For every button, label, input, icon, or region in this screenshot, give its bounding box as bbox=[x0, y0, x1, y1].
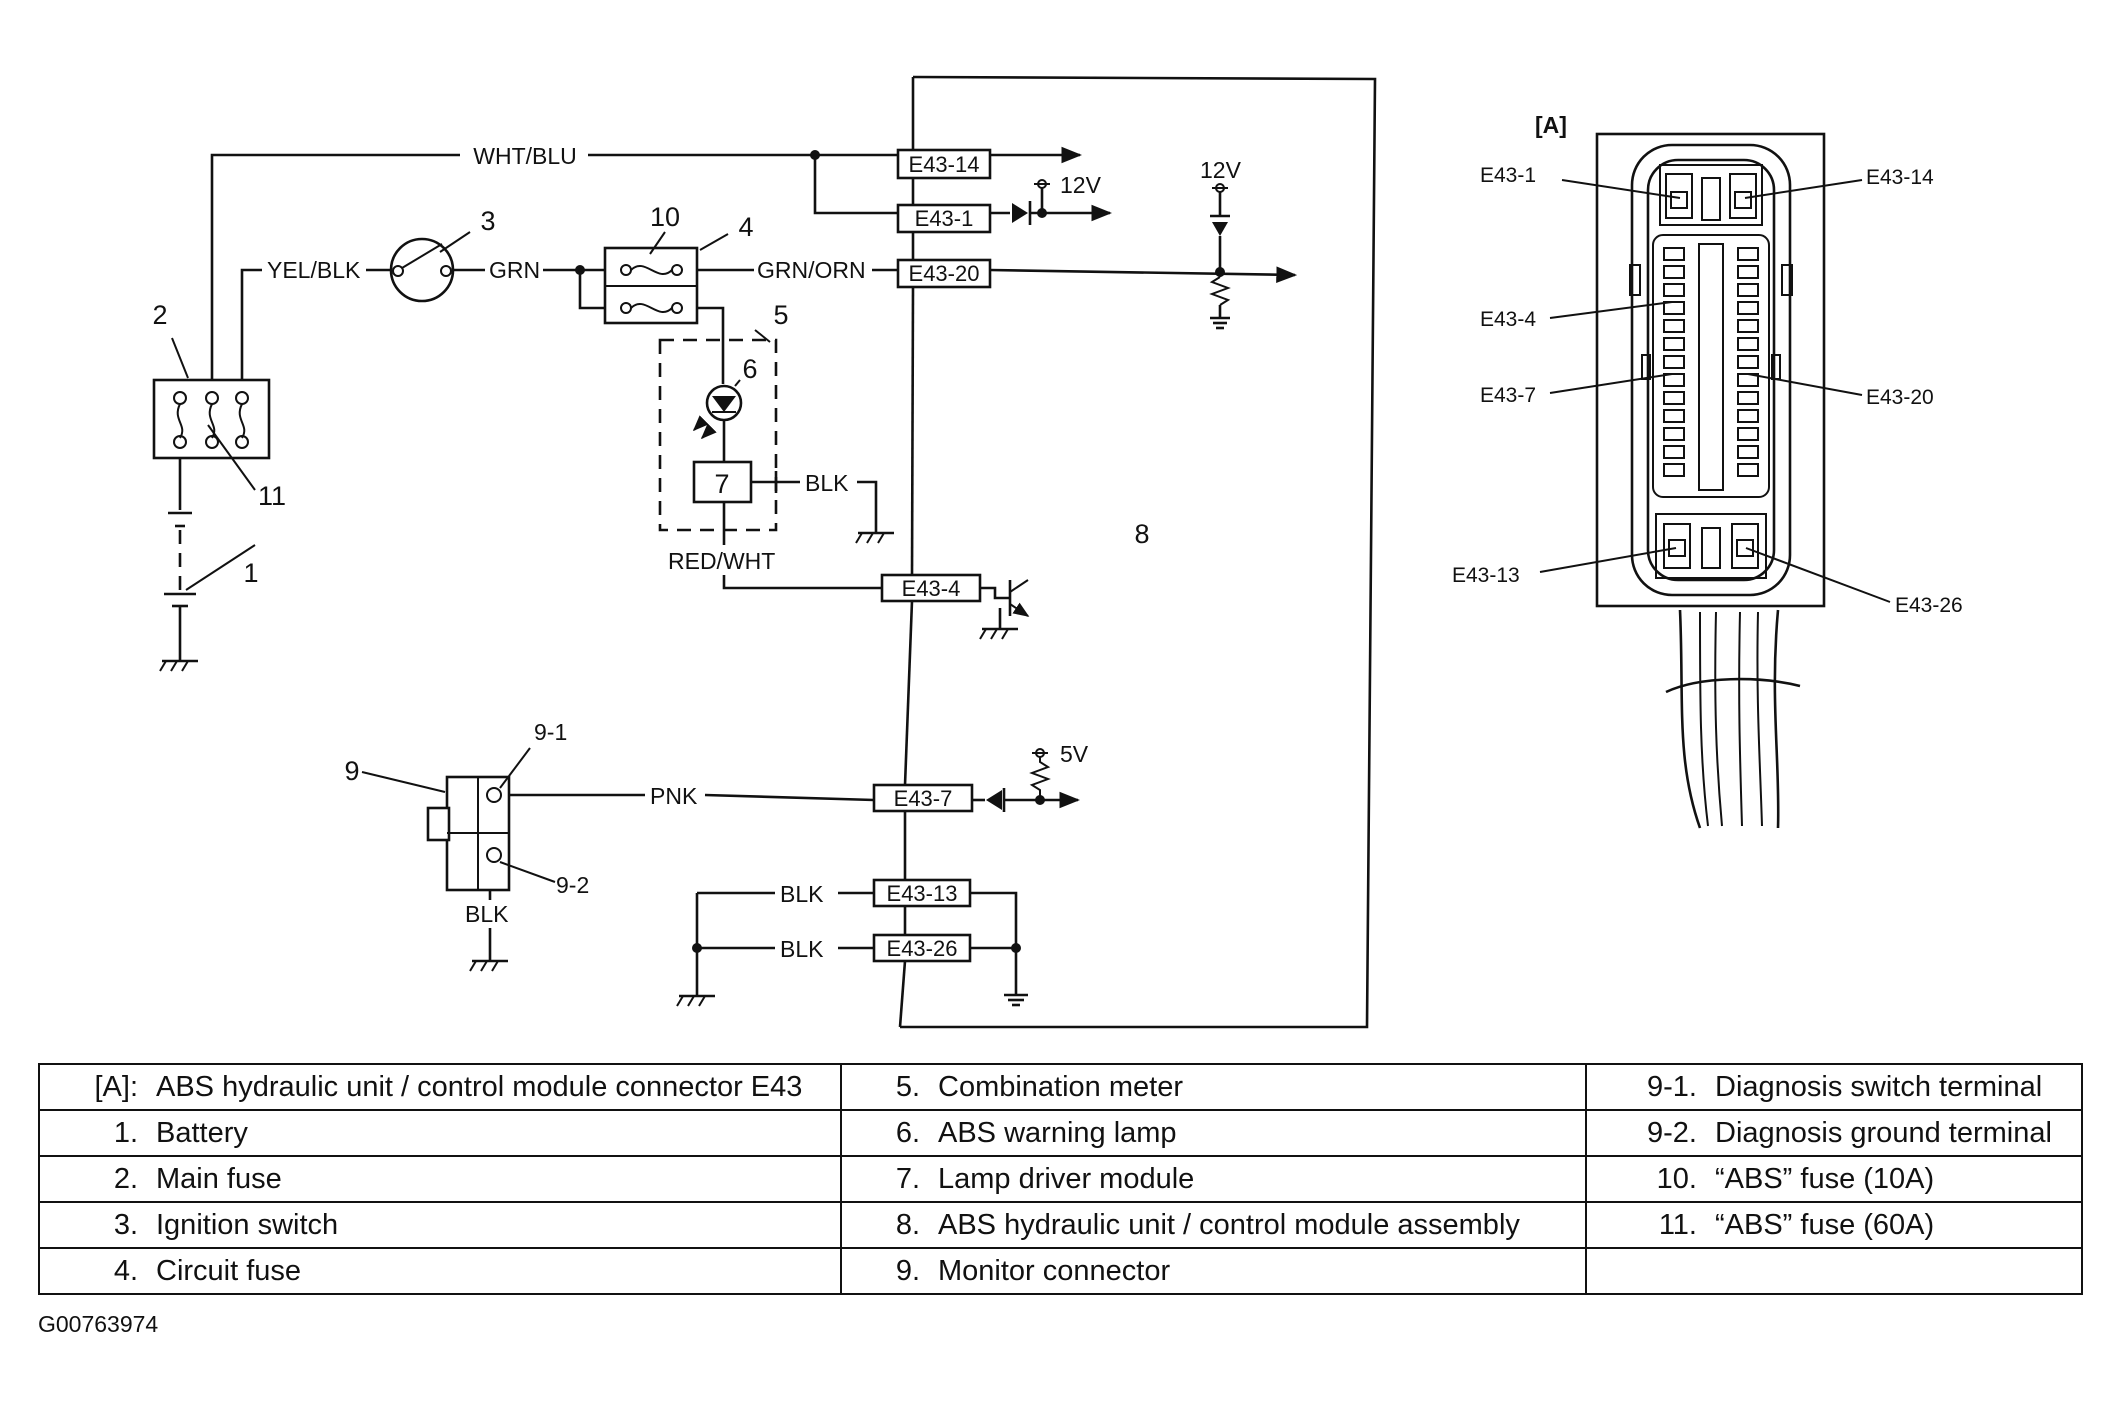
terminal-e43-7: E43-7 bbox=[872, 783, 974, 813]
legend-row: 2.Main fuse 7.Lamp driver module 10.“ABS… bbox=[38, 1155, 2083, 1203]
connector-label-e43-1: E43-1 bbox=[1480, 164, 1536, 187]
ignition-switch bbox=[389, 237, 455, 303]
abs-warning-lamp bbox=[692, 375, 743, 462]
svg-text:E43-4: E43-4 bbox=[902, 576, 961, 601]
terminal-e43-20: E43-20 bbox=[896, 258, 992, 289]
terminal-e43-1: E43-1 bbox=[896, 203, 992, 234]
wire-label-red-wht: RED/WHT bbox=[668, 548, 775, 574]
connector-label-e43-26: E43-26 bbox=[1895, 594, 1963, 617]
legend-item-8: 8.ABS hydraulic unit / control module as… bbox=[895, 1208, 1520, 1241]
battery bbox=[164, 511, 196, 608]
svg-text:E43-20: E43-20 bbox=[909, 261, 980, 286]
legend-item-3: 3.Ignition switch bbox=[113, 1208, 339, 1241]
label-2: 2 bbox=[152, 300, 167, 330]
connector-label-e43-13: E43-13 bbox=[1452, 564, 1520, 587]
legend-row: 3.Ignition switch 8.ABS hydraulic unit /… bbox=[38, 1201, 2083, 1249]
wire-label-pnk: PNK bbox=[650, 783, 698, 809]
label-9: 9 bbox=[344, 756, 359, 786]
wire-label-blk-lamp: BLK bbox=[805, 470, 849, 496]
legend-item-5: 5.Combination meter bbox=[895, 1070, 1183, 1103]
terminal-e43-4: E43-4 bbox=[880, 573, 982, 603]
label-4: 4 bbox=[738, 212, 753, 242]
legend-row: 1.Battery 6.ABS warning lamp 9-2.Diagnos… bbox=[38, 1109, 2083, 1157]
svg-text:E43-26: E43-26 bbox=[887, 936, 958, 961]
label-5: 5 bbox=[773, 300, 788, 330]
svg-text:E43-13: E43-13 bbox=[887, 881, 958, 906]
terminal-e43-13: E43-13 bbox=[872, 878, 972, 908]
legend-item-10: 10.“ABS” fuse (10A) bbox=[1656, 1162, 1935, 1195]
voltage-5v: 5V bbox=[1060, 741, 1089, 767]
label-11: 11 bbox=[258, 481, 286, 511]
wire-label-blk-e43-26: BLK bbox=[780, 936, 824, 962]
connector-view-title: [A] bbox=[1535, 112, 1567, 138]
legend-item-9-2: 9-2.Diagnosis ground terminal bbox=[1647, 1116, 2052, 1149]
connector-label-e43-14: E43-14 bbox=[1866, 166, 1934, 189]
wire-label-blk-e43-13: BLK bbox=[780, 881, 824, 907]
control-module-outline bbox=[900, 75, 1377, 1029]
combination-meter-outline bbox=[658, 338, 778, 532]
legend-item-empty bbox=[1588, 1250, 2080, 1292]
legend-item-9-1: 9-1.Diagnosis switch terminal bbox=[1647, 1070, 2043, 1103]
label-9-2: 9-2 bbox=[556, 872, 589, 898]
svg-text:E43-14: E43-14 bbox=[909, 152, 980, 177]
connector-e43-view: [A] bbox=[1452, 112, 1963, 829]
legend-row: 4.Circuit fuse 9.Monitor connector bbox=[38, 1247, 2083, 1295]
legend-item-7: 7.Lamp driver module bbox=[895, 1162, 1195, 1195]
legend-table: [A]:ABS hydraulic unit / control module … bbox=[38, 1063, 2083, 1295]
connector-label-e43-4: E43-4 bbox=[1480, 308, 1536, 331]
wire-label-blk-monitor: BLK bbox=[465, 901, 509, 927]
svg-text:E43-7: E43-7 bbox=[894, 786, 953, 811]
legend-item-11: 11.“ABS” fuse (60A) bbox=[1658, 1208, 1935, 1241]
legend-item-9: 9.Monitor connector bbox=[895, 1254, 1171, 1287]
wire-label-yel-blk: YEL/BLK bbox=[267, 257, 361, 283]
legend-row: [A]:ABS hydraulic unit / control module … bbox=[38, 1063, 2083, 1111]
wire-wht-blu bbox=[210, 153, 460, 380]
legend-item-a: [A]:ABS hydraulic unit / control module … bbox=[94, 1070, 803, 1103]
figure-code: G00763974 bbox=[38, 1311, 159, 1337]
monitor-connector bbox=[426, 775, 511, 892]
label-3: 3 bbox=[480, 206, 495, 236]
voltage-12v-e43-20: 12V bbox=[1200, 157, 1242, 183]
terminal-e43-14: E43-14 bbox=[896, 148, 992, 180]
label-9-1: 9-1 bbox=[534, 719, 567, 745]
legend-item-6: 6.ABS warning lamp bbox=[895, 1116, 1177, 1149]
svg-text:E43-1: E43-1 bbox=[915, 206, 974, 231]
label-10: 10 bbox=[650, 202, 680, 232]
label-6: 6 bbox=[742, 354, 757, 384]
wiring-diagram: WHT/BLU YEL/BLK GRN GRN/ORN bbox=[152, 75, 1963, 1029]
abs-fuse-10a bbox=[603, 246, 699, 325]
label-8: 8 bbox=[1134, 519, 1149, 549]
legend-item-2: 2.Main fuse bbox=[113, 1162, 282, 1195]
connector-label-e43-20: E43-20 bbox=[1866, 386, 1934, 409]
legend-item-1: 1.Battery bbox=[113, 1116, 248, 1149]
terminal-e43-26: E43-26 bbox=[872, 933, 972, 963]
wire-label-grn: GRN bbox=[489, 257, 540, 283]
wire-label-wht-blu: WHT/BLU bbox=[473, 143, 577, 169]
label-7: 7 bbox=[714, 469, 729, 499]
wire-label-grn-orn: GRN/ORN bbox=[757, 257, 866, 283]
lamp-driver-module bbox=[692, 460, 753, 504]
voltage-12v-e43-1: 12V bbox=[1060, 172, 1102, 198]
main-fuse bbox=[152, 378, 271, 460]
legend-item-4: 4.Circuit fuse bbox=[113, 1254, 302, 1287]
connector-label-e43-7: E43-7 bbox=[1480, 384, 1536, 407]
label-1: 1 bbox=[243, 558, 258, 588]
